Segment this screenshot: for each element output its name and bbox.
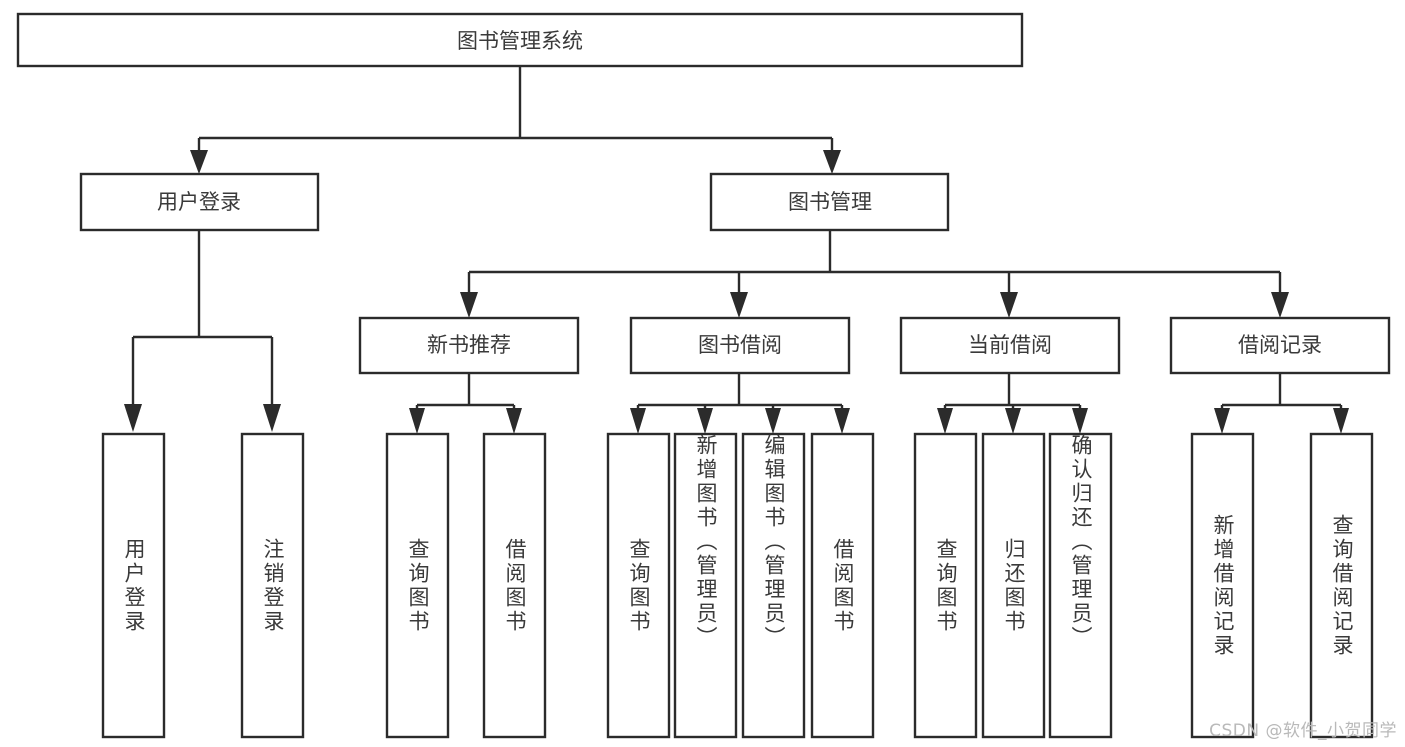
arrow-head-icon: [730, 292, 748, 318]
leaf-node-current-borrow-2[interactable]: [1048, 432, 1113, 739]
node-new-book-recommend[interactable]: 新书推荐: [358, 316, 580, 375]
node-borrow-record-label: 借阅记录: [1238, 333, 1322, 357]
leaf-node-current-borrow-1[interactable]: [981, 432, 1046, 739]
leaf-node-book-borrow-0[interactable]: [606, 432, 671, 739]
node-borrow-record[interactable]: 借阅记录: [1169, 316, 1391, 375]
arrow-head-icon: [834, 408, 850, 434]
arrow-head-icon: [263, 404, 281, 432]
connector-user-login-to-leaves: [124, 230, 281, 432]
arrow-head-icon: [1333, 408, 1349, 434]
leaf-node-new-book-0[interactable]: [385, 432, 450, 739]
leaf-node-current-borrow-0[interactable]: [913, 432, 978, 739]
arrow-head-icon: [1072, 408, 1088, 434]
node-book-borrow[interactable]: 图书借阅: [629, 316, 851, 375]
leaf-node-borrow-record-1[interactable]: [1309, 432, 1374, 739]
node-user-login[interactable]: 用户登录: [79, 172, 320, 232]
arrow-head-icon: [630, 408, 646, 434]
connector-book-borrow-to-leaves: [630, 373, 850, 434]
node-current-borrow-label: 当前借阅: [968, 333, 1052, 357]
arrow-head-icon: [765, 408, 781, 434]
node-current-borrow[interactable]: 当前借阅: [899, 316, 1121, 375]
leaf-node-book-borrow-2[interactable]: [741, 432, 806, 739]
leaf-node-book-borrow-3[interactable]: [810, 432, 875, 739]
arrow-head-icon: [460, 292, 478, 318]
connector-current-borrow-to-leaves: [937, 373, 1088, 434]
arrow-head-icon: [937, 408, 953, 434]
leaf-node-user-login-1[interactable]: [240, 432, 305, 739]
leaf-node-user-login-0[interactable]: [101, 432, 166, 739]
connector-book-management-to-level3: [460, 230, 1289, 318]
arrow-head-icon: [409, 408, 425, 434]
arrow-head-icon: [697, 408, 713, 434]
leaf-node-book-borrow-1[interactable]: [673, 432, 738, 739]
connector-new-book-to-leaves: [409, 373, 522, 434]
connector-root-to-level2: [190, 66, 841, 174]
node-new-book-recommend-label: 新书推荐: [427, 333, 511, 357]
arrow-head-icon: [1000, 292, 1018, 318]
arrow-head-icon: [1271, 292, 1289, 318]
node-root-label: 图书管理系统: [457, 29, 583, 53]
arrow-head-icon: [506, 408, 522, 434]
node-root[interactable]: 图书管理系统: [16, 12, 1024, 68]
arrow-head-icon: [1005, 408, 1021, 434]
leaf-node-borrow-record-0[interactable]: [1190, 432, 1255, 739]
arrow-head-icon: [1214, 408, 1230, 434]
connector-borrow-record-to-leaves: [1214, 373, 1349, 434]
node-book-management-label: 图书管理: [788, 190, 872, 214]
arrow-head-icon: [190, 150, 208, 174]
arrow-head-icon: [124, 404, 142, 432]
node-book-borrow-label: 图书借阅: [698, 333, 782, 357]
node-book-management[interactable]: 图书管理: [709, 172, 950, 232]
leaf-node-new-book-1[interactable]: [482, 432, 547, 739]
arrow-head-icon: [823, 150, 841, 174]
node-user-login-label: 用户登录: [157, 190, 241, 214]
